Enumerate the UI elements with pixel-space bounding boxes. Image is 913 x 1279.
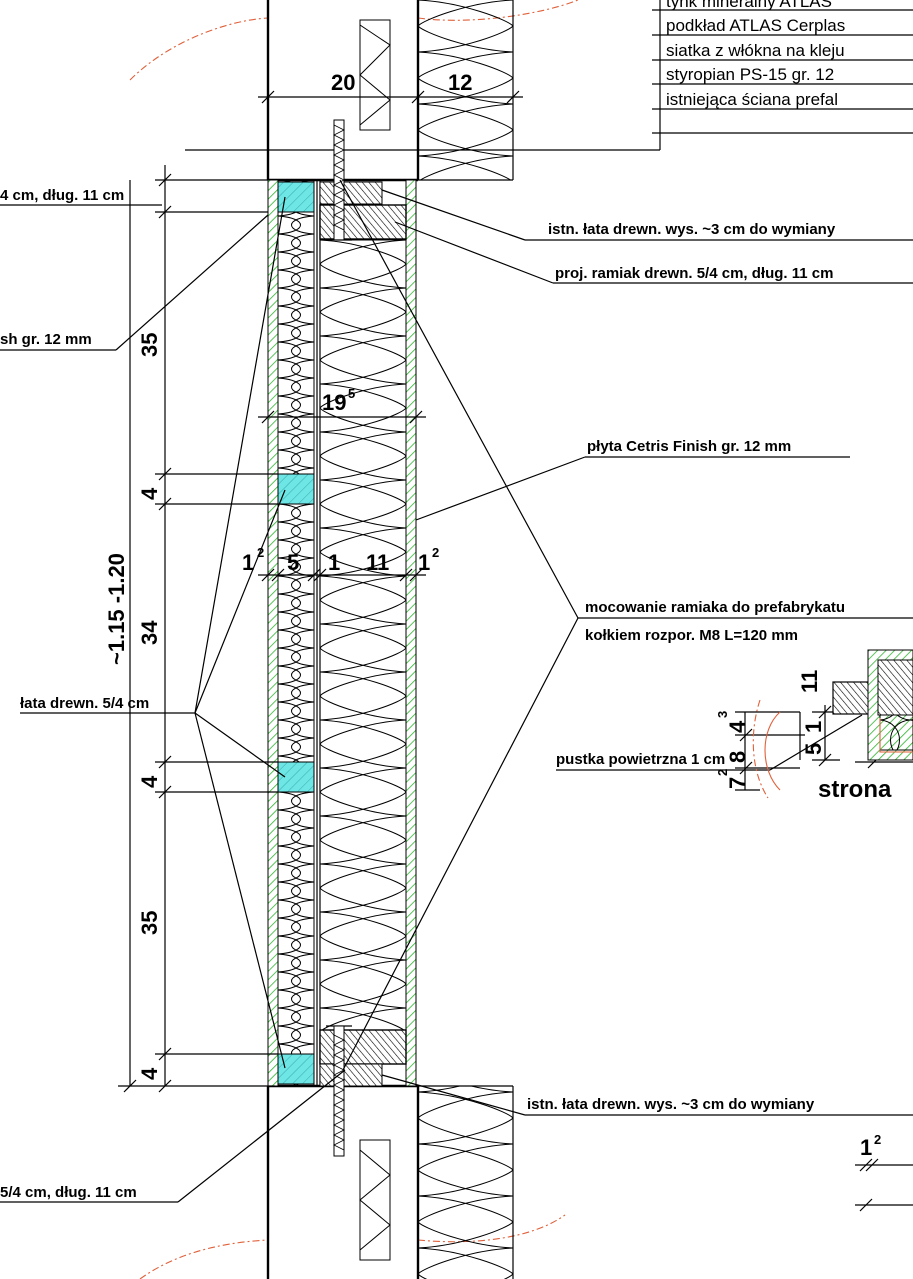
detail-dim-12-sup: 2 [874,1132,881,1147]
label-frame-bottom-left: 5/4 cm, dług. 11 cm [0,1184,137,1201]
detail-dim-51b: 1 [801,721,826,733]
label-fixing-1: mocowanie ramiaka do prefabrykatu [585,599,845,616]
anchor-screw-bottom [326,1025,352,1157]
layer-spec-table: tynk mineralny ATLAS podkład ATLAS Cerpl… [652,0,913,150]
dim-19: 19 5 [258,386,426,424]
detail-dim-43: 4 [725,720,750,733]
dim-row-5: 5 [287,550,299,575]
label-air-gap: pustka powietrzna 1 cm [556,751,725,768]
label-existing-batten-top: istn. łata drewn. wys. ~3 cm do wymiany [548,221,836,238]
dim-row-1b: 1 [418,550,430,575]
dim-left: 35 4 34 4 35 4 ~1.15 -1.20 [104,165,278,1093]
detail-dim-11: 11 [797,670,822,693]
callouts-right: istn. łata drewn. wys. ~3 cm do wymiany … [339,179,913,1116]
detail-dim-8: 8 [725,751,750,763]
label-frame-top-left: 4 cm, dług. 11 cm [0,187,124,204]
dim-35-bottom: 35 [137,911,162,935]
spec-line-1: tynk mineralny ATLAS [666,0,832,11]
label-board-left: sh gr. 12 mm [0,331,92,348]
dim-row-1b-sup: 2 [432,545,439,560]
dim-top: 20 12 [258,70,523,104]
dim-row-1: 1 [328,550,340,575]
dim-top-20: 20 [331,70,355,95]
batten-2 [277,473,315,505]
detail-dim-12: 1 [860,1135,872,1160]
detail-frame [877,659,913,716]
wall-layers [267,119,417,1157]
dim-top-12: 12 [448,70,472,95]
dim-row-1a: 1 [242,550,254,575]
label-batten: łata drewn. 5/4 cm [20,695,149,712]
batten-4 [277,1053,315,1085]
spec-line-5: istniejąca ściana prefal [666,90,838,109]
label-fixing-2: kołkiem rozpor. M8 L=120 mm [585,627,798,644]
spec-line-3: siatka z włókna na kleju [666,41,845,60]
spec-line-2: podkład ATLAS Cerplas [666,16,845,35]
batten-3 [277,761,315,793]
dim-row-11: 11 [366,550,389,575]
dim-4-a: 4 [137,487,162,500]
dim-row: 1 2 5 1 11 1 2 [242,545,439,582]
cetris-board-left [267,179,279,1087]
detail-dim-43-sup: 3 [715,711,730,718]
detail-dim-51a: 5 [801,743,826,755]
detail-title: strona [818,776,892,803]
dim-4-c: 4 [137,1067,162,1080]
insulation-narrow [277,179,315,1087]
insulation-wide [319,239,407,1031]
detail-dim-72-sup: 2 [715,769,730,776]
label-existing-batten-bottom: istn. łata drewn. wys. ~3 cm do wymiany [527,1096,815,1113]
dim-total: ~1.15 -1.20 [104,553,129,665]
batten-1 [277,181,315,213]
dim-34: 34 [137,620,162,645]
frame-bottom [319,1029,407,1065]
dim-19-value: 19 [322,390,346,415]
spec-line-4: styropian PS-15 gr. 12 [666,65,834,84]
detail-dim-72: 7 [725,777,750,789]
bottom-prefab-block [266,1084,514,1279]
dim-35-top: 35 [137,333,162,357]
dim-4-b: 4 [137,775,162,788]
callouts-left: 4 cm, dług. 11 cm sh gr. 12 mm łata drew… [0,187,346,1203]
dim-row-1a-sup: 2 [257,545,264,560]
top-prefab-block [185,0,660,182]
label-cetris: płyta Cetris Finish gr. 12 mm [587,438,791,455]
label-frame-design: proj. ramiak drewn. 5/4 cm, dług. 11 cm [555,265,833,282]
dim-19-sup: 5 [348,386,355,401]
detail-section: 5 strona pustka powietrzna 1 cm 4 3 [556,649,913,1212]
anchor-screw-top [326,119,352,241]
